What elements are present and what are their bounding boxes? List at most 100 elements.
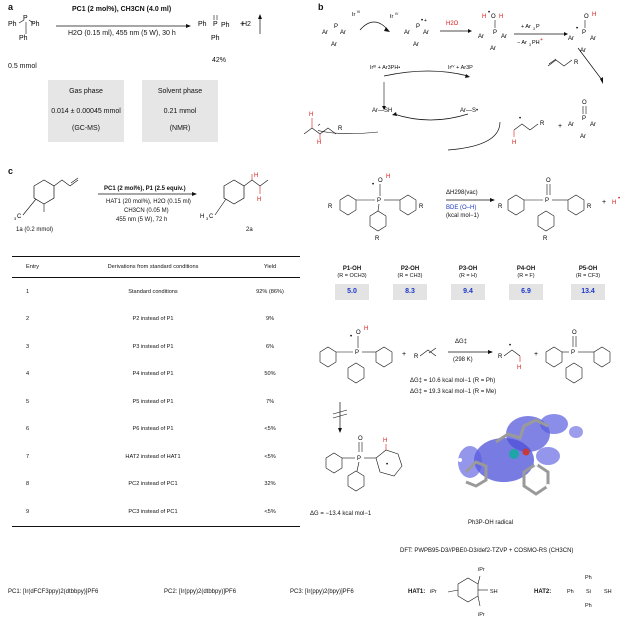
species-name: P1-OH [342,266,362,272]
entry-yield: 92% (86%) [256,288,284,295]
header-entry: Entry [26,264,40,270]
svg-text:P: P [571,350,575,356]
svg-text:+: + [240,21,244,28]
svg-text:O: O [356,330,361,336]
activation-line-2: ΔG‡ = 19.3 kcal mol−1 (R = Me) [410,389,497,395]
svg-text:R: R [338,126,343,132]
ph3p-right-ph: Ph [31,21,40,28]
svg-text:R: R [587,204,592,210]
svg-text:R: R [543,236,548,242]
svg-text:P: P [416,24,420,30]
svg-text:Ar: Ar [340,30,346,36]
svg-text:3: 3 [14,216,17,221]
bde-value: 13.4 [571,283,605,300]
svg-text:Ph: Ph [198,21,207,28]
dft-caption: DFT: PWPB95-D3//PBE0-D3/def2-TZVP + COSM… [400,548,574,554]
svg-text:Ph: Ph [211,35,220,42]
svg-text:•: • [618,196,620,202]
svg-text:P: P [582,116,586,122]
svg-text:+: + [602,199,606,206]
arsh-label: Ar—SH [372,108,393,114]
pc1-definition: PC1: [Ir(dFCF3ppy)2(dtbbpy)]PF6 [8,589,99,595]
svg-text:Ar: Ar [590,36,596,42]
species-name: P4-OH [516,266,536,272]
bde-value: 9.4 [451,283,485,300]
table-row: 8 PC2 instead of PC1 32% [12,471,300,499]
entry-number: 4 [26,371,30,378]
table-row: 4 P4 instead of P1 50% [12,361,300,389]
entry-condition: HAT2 instead of HAT1 [125,453,181,460]
solvent-phase-box: Solvent phase 0.21 mmol (NMR) [142,80,218,142]
entry-yield: 50% [264,371,276,378]
svg-text:O: O [491,14,496,20]
svg-text:Ar: Ar [322,30,328,36]
activation-scheme: O H • P + R R • H + O P [319,326,611,384]
svg-text:C: C [209,214,214,220]
table-row: 1 Standard conditions 92% (86%) [12,278,300,306]
svg-text:H: H [257,197,261,203]
bde-species-p2: P2-OH (R = CH3) 8.3 [388,266,432,300]
bde-arrow-top: ΔH298(vac) [446,190,478,196]
svg-text:+: + [540,37,543,43]
ir4-label: Ir [390,14,394,20]
panel-c-conditions-1: PC1 (2 mol%), P1 (2.5 equiv.) [104,186,186,192]
substrate-label: 1a (0.2 mmol) [16,227,54,233]
svg-text:P: P [357,456,361,462]
svg-text:Ar: Ar [423,30,429,36]
conditions-table: Entry Derivations from standard conditio… [12,256,300,527]
entry-yield: 7% [265,398,275,405]
solvent-phase-title: Solvent phase [157,88,203,95]
svg-text:O: O [378,178,383,184]
pc3-definition: PC3: [Ir(ppy)2(bpy)]PF6 [290,589,354,595]
svg-text:P: P [536,24,540,30]
svg-text:IV: IV [395,12,399,16]
hat1-sh: SH [490,589,498,595]
table-row: 3 P3 instead of P1 6% [12,333,300,361]
hat1-ring [447,575,488,607]
svg-text:Ar: Ar [590,122,596,128]
panel-c-conditions-2: HAT1 (20 mol%), H2O (0.15 ml) [106,199,191,205]
entry-yield: <5% [264,453,276,460]
svg-text:•: • [488,10,490,16]
ir3-text: Irᴵᴵᴵ [370,65,377,71]
svg-text:P: P [545,198,549,204]
svg-text:3: 3 [529,43,531,47]
solvent-phase-method: (NMR) [169,125,191,132]
ir3-cycle-left: Irᴵᴵᴵ + Ar3PH• [370,65,401,71]
panel-a-letter: a [8,2,14,12]
ir4-text: Irᴵⱽ [448,65,455,71]
gas-phase-value: 0.014 ± 0.00045 mmol [51,108,121,115]
product-yield: 42% [212,57,227,64]
entry-condition: P5 instead of P1 [132,398,174,405]
hat1-ipr-top: iPr [478,567,485,573]
activation-arrow-top: ΔG‡ [455,339,468,345]
arene-addition-scheme: O P • H [325,402,403,492]
bde-species-p5: P5-OH (R = CF3) 13.4 [564,266,612,300]
entry-condition: P3 instead of P1 [132,343,174,350]
svg-text:Ar: Ar [404,30,410,36]
radical-caption: Ph3P-OH radical [468,520,514,526]
ir4-cycle-right: Irᴵⱽ + Ar3P [448,65,473,71]
svg-text:R: R [498,354,503,360]
hat2-si: Si [586,589,591,595]
entry-yield: 32% [264,481,276,488]
table-row: 2 P2 instead of P1 9% [12,306,300,334]
solvent-phase-value: 0.21 mmol [163,108,197,115]
entry-condition: P4 instead of P1 [132,371,174,378]
svg-text:P: P [493,30,497,36]
header-yield: Yield [263,264,277,270]
species-name: P5-OH [578,266,598,272]
svg-text:Ar: Ar [331,42,337,48]
svg-text:H: H [512,140,516,146]
svg-text:•: • [519,116,521,122]
svg-text:R: R [375,236,380,242]
bde-species-p3: P3-OH (R = H) 9.4 [446,266,490,300]
activation-arrow-bot: (298 K) [453,357,473,363]
svg-text:Ar: Ar [580,134,586,140]
svg-text:H: H [309,112,313,118]
gas-phase-box: Gas phase 0.014 ± 0.00045 mmol (GC-MS) [48,80,124,142]
svg-text:Ph: Ph [221,22,230,29]
svg-text:R: R [498,204,503,210]
svg-text:+: + [402,351,406,358]
svg-text:H: H [482,14,486,20]
